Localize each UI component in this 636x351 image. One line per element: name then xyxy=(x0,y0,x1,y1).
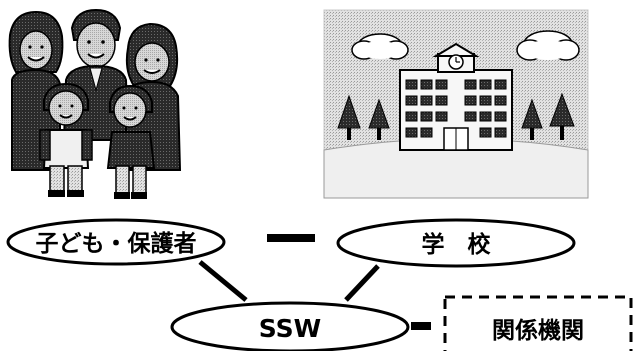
family-icon xyxy=(8,8,182,199)
tree-left2-icon xyxy=(368,98,390,140)
family-child-left-figure xyxy=(39,82,93,197)
node-ssw-label: SSW xyxy=(259,314,321,343)
node-school: 学 校 xyxy=(336,218,576,268)
school-building-icon xyxy=(323,9,589,199)
connector-family-school xyxy=(267,234,315,242)
node-agencies-label: 関係機関 xyxy=(492,318,584,344)
node-ssw: SSW xyxy=(170,301,410,351)
cloud-right-icon xyxy=(516,30,580,61)
node-family: 子ども・保護者 xyxy=(6,218,226,266)
connector-family-ssw xyxy=(198,260,248,302)
family-child-right-figure xyxy=(106,84,156,199)
node-agencies: 関係機関 xyxy=(443,295,633,351)
node-school-label: 学 校 xyxy=(422,231,492,258)
tree-left-icon xyxy=(337,94,361,140)
family-father-figure xyxy=(62,8,130,141)
tree-right-icon xyxy=(521,98,543,140)
connector-ssw-agencies xyxy=(411,322,431,330)
tree-right2-icon xyxy=(549,92,575,140)
cloud-left-icon xyxy=(351,33,409,60)
node-family-label: 子ども・保護者 xyxy=(36,230,197,257)
connector-school-ssw xyxy=(344,264,380,302)
school-windows xyxy=(405,79,507,138)
